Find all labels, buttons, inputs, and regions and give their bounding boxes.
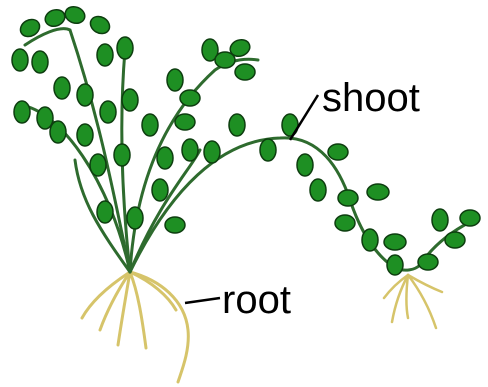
root-pointer-line [185, 298, 220, 303]
shoot-label: shoot [322, 78, 420, 118]
leaves [12, 4, 480, 275]
runner-roots [384, 275, 442, 328]
main-roots [82, 272, 188, 382]
root-label: root [222, 280, 291, 320]
